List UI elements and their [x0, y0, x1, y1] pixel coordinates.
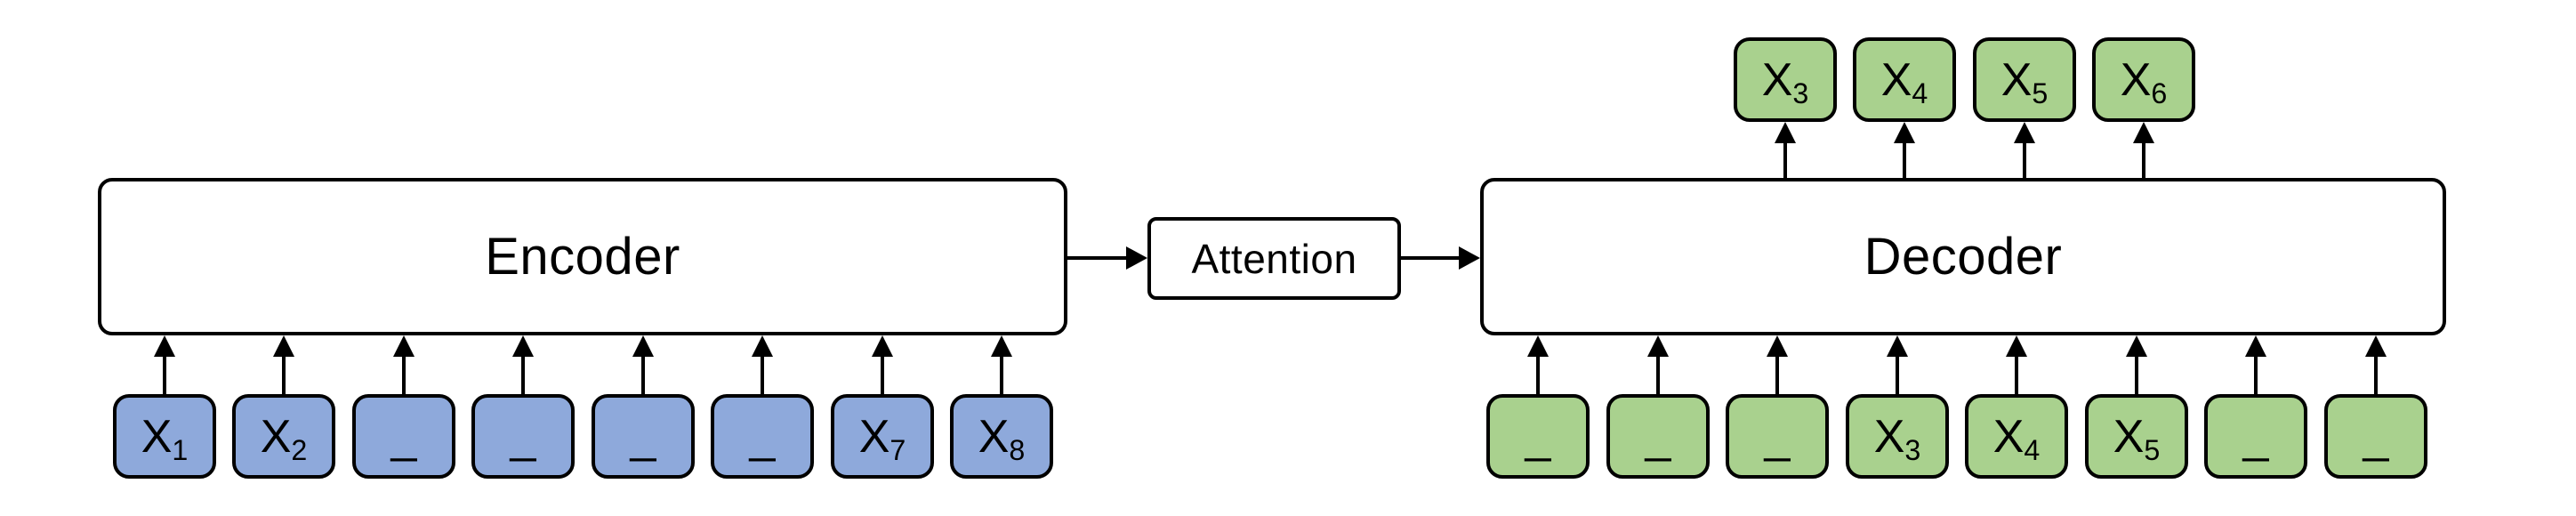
decoder-input-token: _ [1486, 394, 1590, 479]
token-text: _ [390, 410, 417, 463]
encoder-input-token: _ [352, 394, 455, 479]
encoder-label: Encoder [485, 228, 680, 286]
arrow-line [1000, 351, 1003, 394]
token-text: _ [749, 410, 776, 463]
token-text: _ [1764, 410, 1791, 463]
arrow-line [1536, 351, 1540, 394]
token-text: _ [2363, 410, 2389, 463]
arrow-line [2023, 138, 2026, 178]
arrow-line [2142, 138, 2145, 178]
decoder-output-arrow [2014, 122, 2035, 178]
decoder-output-arrow [1775, 122, 1796, 178]
token-text: X4 [1880, 53, 1928, 109]
arrow-line [163, 351, 166, 394]
decoder-input-arrow [2365, 335, 2387, 394]
decoder-input-arrow [1767, 335, 1788, 394]
arrow-line [761, 351, 764, 394]
arrow-head-right-icon [1459, 246, 1480, 270]
token-text: X7 [858, 410, 906, 466]
arrow-line [881, 351, 884, 394]
encoder-block: Encoder [98, 178, 1067, 335]
token-text: X5 [2000, 53, 2049, 109]
token-text: X3 [1761, 53, 1809, 109]
attention-block: Attention [1147, 217, 1401, 300]
decoder-output-token: X4 [1853, 37, 1956, 122]
token-text: _ [1525, 410, 1551, 463]
decoder-input-arrow [2126, 335, 2147, 394]
decoder-block: Decoder [1480, 178, 2446, 335]
token-text: _ [510, 410, 536, 463]
encoder-input-token: X8 [950, 394, 1053, 479]
decoder-output-arrow [2133, 122, 2154, 178]
token-text: _ [630, 410, 656, 463]
arrow-line [1067, 256, 1130, 260]
decoder-input-arrow [1527, 335, 1549, 394]
encoder-to-attention-arrow [1067, 246, 1147, 270]
encoder-input-token: _ [471, 394, 575, 479]
arrow-line [1401, 256, 1462, 260]
decoder-input-arrow [2245, 335, 2266, 394]
encoder-input-token: X7 [831, 394, 934, 479]
arrow-line [1896, 351, 1899, 394]
encoder-input-token: _ [592, 394, 695, 479]
encoder-input-arrow [632, 335, 654, 394]
encoder-input-token: X1 [113, 394, 216, 479]
attention-to-decoder-arrow [1401, 246, 1480, 270]
encoder-input-arrow [872, 335, 893, 394]
arrow-line [282, 351, 286, 394]
token-text: X2 [260, 410, 308, 466]
decoder-input-token: X3 [1846, 394, 1949, 479]
decoder-output-arrow [1894, 122, 1915, 178]
decoder-output-token: X5 [1973, 37, 2076, 122]
encoder-input-token: _ [711, 394, 814, 479]
encoder-input-arrow [393, 335, 415, 394]
decoder-input-arrow [1647, 335, 1669, 394]
encoder-input-token: X2 [232, 394, 335, 479]
arrow-line [1783, 138, 1787, 178]
decoder-input-arrow [1887, 335, 1908, 394]
decoder-input-token: _ [1726, 394, 1829, 479]
arrow-line [402, 351, 406, 394]
token-text: X5 [2113, 410, 2161, 466]
decoder-input-arrow [2006, 335, 2027, 394]
decoder-output-token: X3 [1734, 37, 1837, 122]
decoder-output-token: X6 [2092, 37, 2195, 122]
token-text: _ [2242, 410, 2269, 463]
decoder-input-token: _ [1606, 394, 1710, 479]
decoder-input-token: _ [2204, 394, 2307, 479]
encoder-input-arrow [752, 335, 773, 394]
arrow-line [2015, 351, 2018, 394]
token-text: X4 [1992, 410, 2041, 466]
arrow-line [2374, 351, 2378, 394]
decoder-input-token: X4 [1965, 394, 2068, 479]
arrow-line [1656, 351, 1660, 394]
encoder-input-arrow [154, 335, 175, 394]
arrow-line [1775, 351, 1779, 394]
token-text: X1 [141, 410, 189, 466]
decoder-input-token: _ [2324, 394, 2427, 479]
attention-label: Attention [1191, 235, 1357, 282]
arrow-head-right-icon [1126, 246, 1147, 270]
token-text: X8 [978, 410, 1026, 466]
token-text: _ [1645, 410, 1671, 463]
decoder-input-token: X5 [2085, 394, 2188, 479]
arrow-line [641, 351, 645, 394]
decoder-label: Decoder [1864, 228, 2063, 286]
token-text: X6 [2120, 53, 2168, 109]
encoder-input-arrow [273, 335, 294, 394]
encoder-input-arrow [991, 335, 1012, 394]
arrow-line [2135, 351, 2138, 394]
arrow-line [521, 351, 525, 394]
arrow-line [2254, 351, 2258, 394]
token-text: X3 [1873, 410, 1921, 466]
arrow-line [1903, 138, 1906, 178]
encoder-input-arrow [512, 335, 534, 394]
